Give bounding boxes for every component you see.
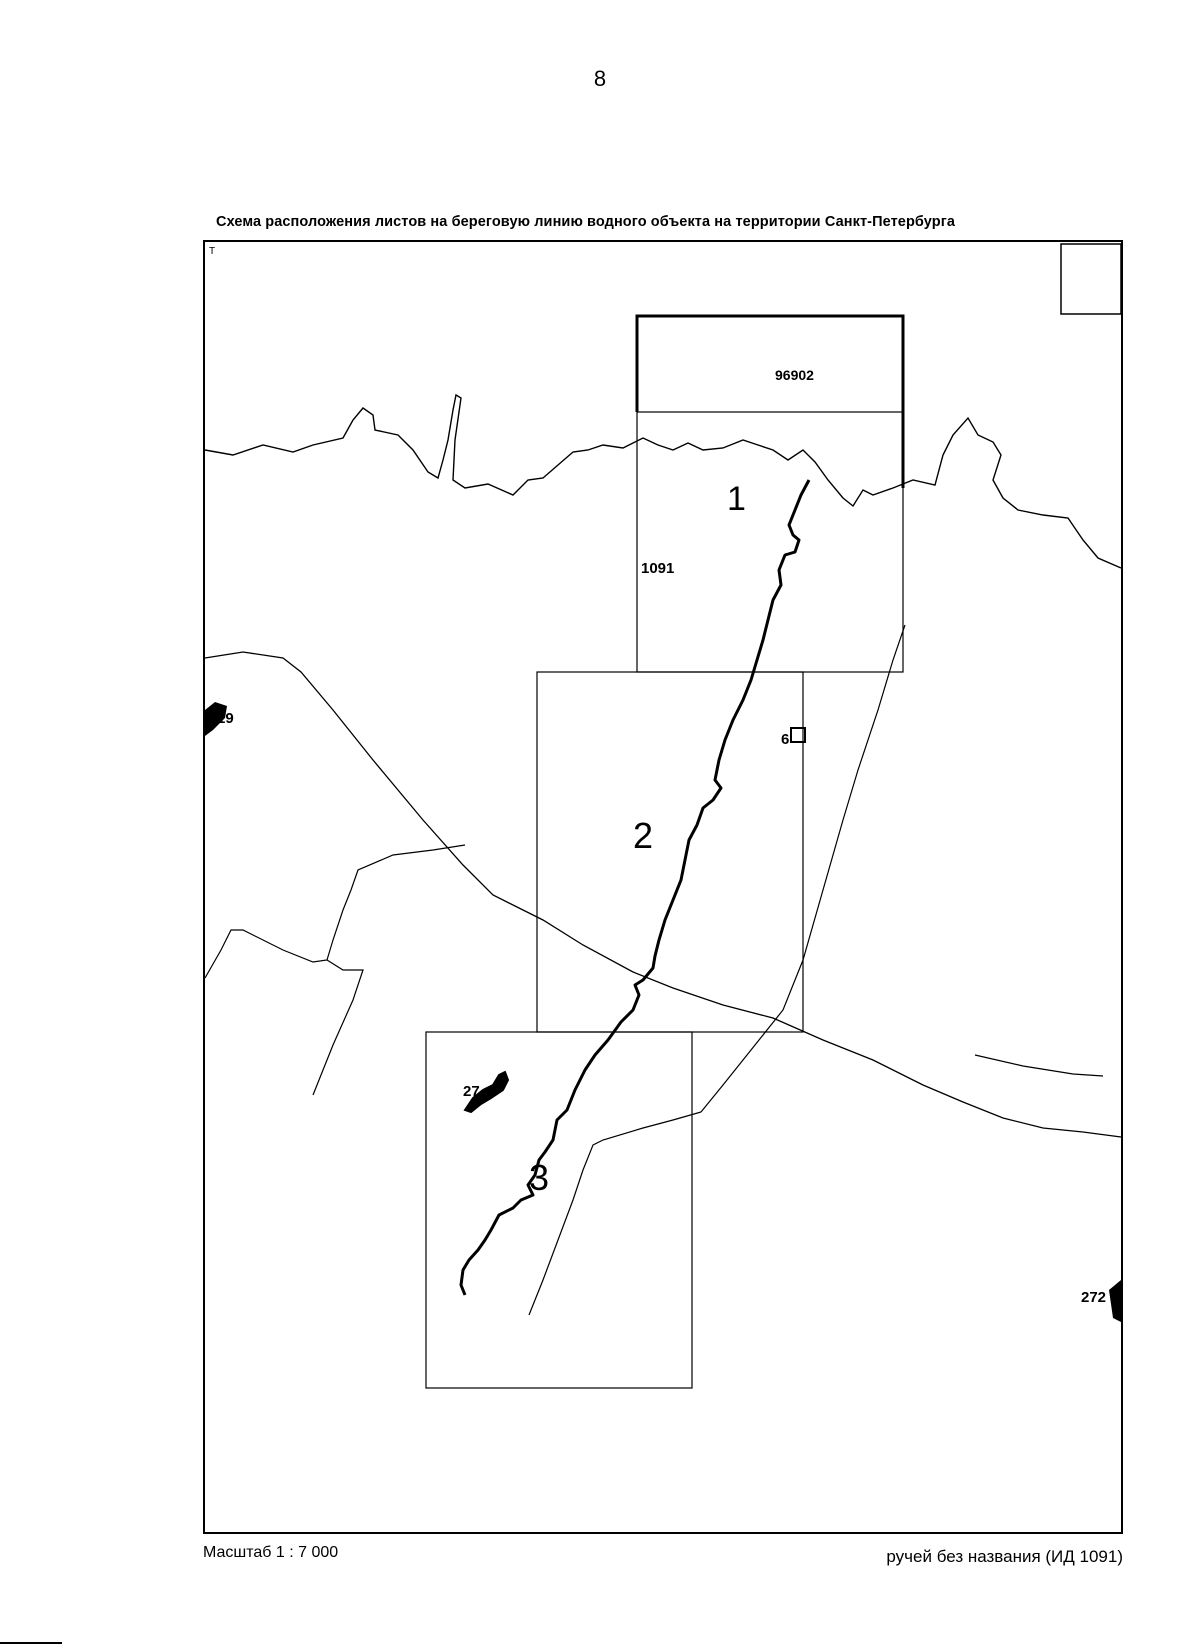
road-east-diagonal: [700, 624, 906, 1113]
stream-line: [459, 479, 811, 1296]
label-sheet-1-id: 1091: [641, 560, 674, 577]
page-number: 8: [593, 66, 607, 91]
neighbor-blob-east: [790, 727, 806, 743]
neighbor-sheet-north: [635, 314, 905, 488]
road-main: [204, 651, 1122, 1138]
road-west-branch: [312, 959, 364, 1096]
map-title: Схема расположения листов на береговую л…: [216, 214, 955, 230]
map-canvas: T 96902 1 1091 19 6 2 27 3 272: [203, 240, 1123, 1534]
road-southeast: [974, 1054, 1104, 1077]
neighbor-blob-southeast: [1109, 1280, 1121, 1322]
label-neighbor-south-inset: 27: [463, 1083, 480, 1100]
label-sheet-3: 3: [529, 1157, 549, 1198]
sheet-1-frame: [636, 411, 904, 673]
bottom-rule: [0, 1642, 62, 1644]
pond-shape: [463, 1070, 510, 1114]
sheet-3-frame: [425, 1031, 693, 1389]
road-west-secondary: [204, 844, 466, 979]
road-south: [528, 1111, 702, 1316]
label-sheet-2: 2: [633, 815, 653, 856]
corner-mark: T: [209, 246, 215, 257]
label-neighbor-southeast: 272: [1081, 1289, 1106, 1306]
label-neighbor-west: 19: [217, 710, 234, 727]
shoreline-boundary: [204, 393, 1122, 569]
map-border: [203, 240, 1123, 1534]
scale-label: Масштаб 1 : 7 000: [203, 1544, 339, 1561]
label-neighbor-north: 96902: [775, 367, 814, 383]
object-name: ручей без названия (ИД 1091): [886, 1547, 1123, 1566]
sheet-2-frame: [536, 671, 804, 1033]
label-sheet-1: 1: [727, 480, 746, 518]
neighbor-blob-west: [205, 702, 227, 736]
north-arrow-box: [1060, 243, 1122, 315]
label-neighbor-east: 6: [781, 731, 789, 748]
